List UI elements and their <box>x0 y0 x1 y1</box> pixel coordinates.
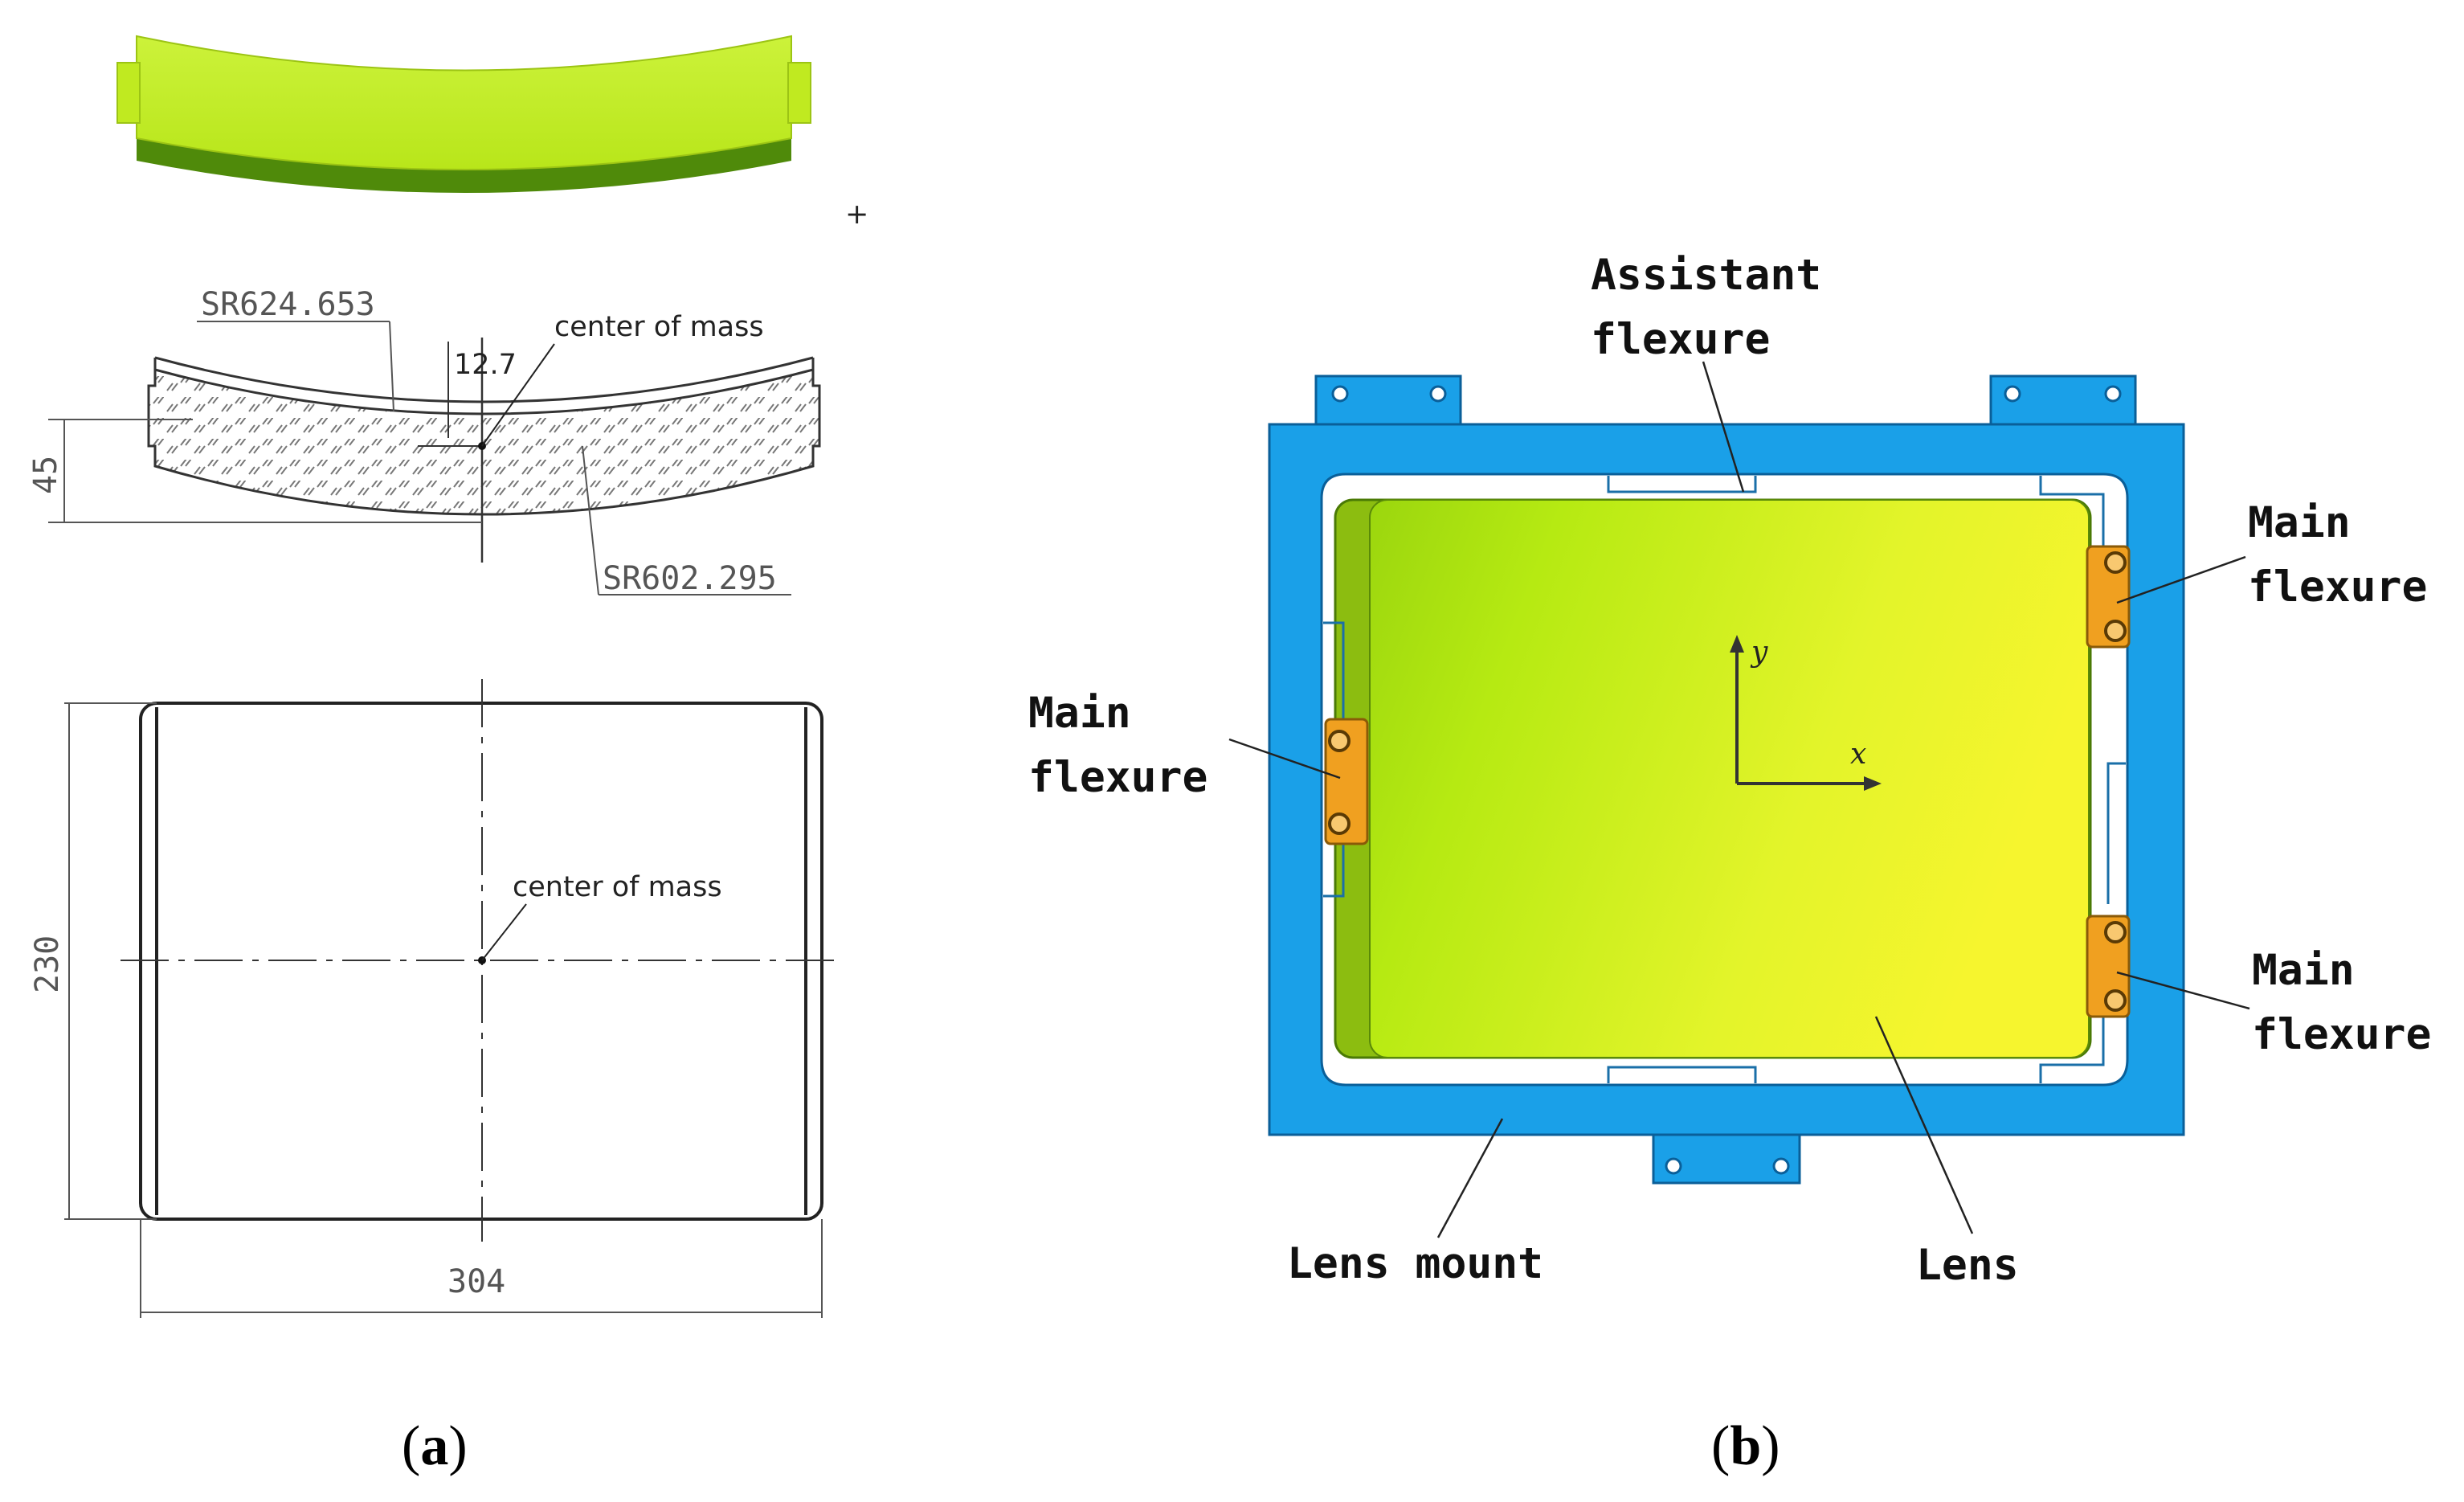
dim-sr-top: SR624.653 <box>201 286 375 323</box>
main-flexure-left-label-line2: flexure <box>1028 753 1207 802</box>
mount-tab-hole <box>1772 1157 1790 1175</box>
lens-3d-bottom-edge <box>137 137 791 193</box>
main-flexure-top-right-label-line1: Main <box>2248 498 2351 547</box>
mount-tab-hole <box>1429 385 1447 403</box>
dim-thickness: 45 <box>27 456 64 494</box>
dim-width: 304 <box>447 1263 505 1300</box>
leader-lens-mount <box>1436 1118 1504 1238</box>
dim-offset: 12.7 <box>454 349 517 381</box>
dim-height: 230 <box>29 935 66 993</box>
stray-mark: + <box>845 198 868 231</box>
lens-3d-body <box>136 35 792 170</box>
mount-tab-hole <box>2104 385 2122 403</box>
mount-tab-hole <box>1331 385 1349 403</box>
axis-y-label: y <box>1750 636 1768 669</box>
leader-main-flexure-top-right <box>2116 555 2246 604</box>
lens-side-section: 45 SR624.653 SR602.295 12.7 center of ma… <box>27 286 821 597</box>
dim-sr-top-leader <box>389 321 394 412</box>
main-flexure-top-right <box>2086 545 2131 649</box>
lens-3d-tab-right <box>787 62 811 124</box>
lens-face <box>1369 499 2090 1058</box>
lens-label: Lens <box>1916 1241 2019 1290</box>
mount-tab-hole <box>1665 1157 1682 1175</box>
lens <box>1334 498 2092 1059</box>
center-of-mass-leader-front <box>481 903 527 961</box>
main-flexure-top-right-label-line2: flexure <box>2248 563 2427 612</box>
panel-b-label: (b) <box>1711 1415 1780 1477</box>
assistant-flexure-label-line2: flexure <box>1591 315 1770 364</box>
main-flexure-bottom-right-label-line2: flexure <box>2252 1010 2431 1059</box>
panel-a: + 45 SR624.653 SR602.295 12.7 <box>27 35 868 1477</box>
leader-main-flexure-left <box>1228 738 1341 780</box>
dim-sr-bottom-leader <box>582 445 599 595</box>
main-flexures <box>1324 545 2131 1018</box>
mount-tab-top-right <box>1989 374 2137 430</box>
panel-b: y x Assistant flexure Main flexure Main … <box>1028 251 2431 1477</box>
leader-lines <box>1228 361 2250 1238</box>
assistant-flexure-right <box>2106 762 2126 904</box>
assistant-flexure-label-line1: Assistant <box>1591 251 1821 300</box>
main-flexure-left-label-line1: Main <box>1028 689 1131 738</box>
leader-lens <box>1874 1016 1974 1234</box>
leader-assistant-flexure <box>1702 361 1745 493</box>
center-of-mass-label-side: center of mass <box>554 311 764 343</box>
corner-flexure-top-right <box>2039 476 2105 546</box>
lens-front-view: center of mass 230 304 <box>29 679 842 1318</box>
mount-tab-top-left <box>1314 374 1462 430</box>
lens-3d-render <box>116 35 811 193</box>
panel-a-label: (a) <box>402 1415 468 1477</box>
main-flexure-left <box>1324 718 1369 845</box>
axis-x-arrowhead <box>1864 776 1882 791</box>
center-of-mass-label-front: center of mass <box>513 871 722 903</box>
mount-tab-hole <box>2004 385 2021 403</box>
assistant-flexure-bottom <box>1607 1066 1757 1083</box>
corner-flexure-bottom-right <box>2039 1009 2105 1083</box>
main-flexure-bottom-right <box>2086 915 2131 1018</box>
lens-mount <box>1268 374 2185 1185</box>
mount-frame <box>1268 423 2185 1136</box>
axis-x-label: x <box>1850 738 1866 771</box>
main-flexure-bottom-right-label-line1: Main <box>2252 946 2355 995</box>
leader-main-flexure-bottom-right <box>2116 971 2250 1010</box>
section-top-surface <box>154 356 814 403</box>
lens-mount-label: Lens mount <box>1287 1239 1543 1288</box>
center-of-mass-leader-side <box>481 343 555 447</box>
lens-3d-tab-left <box>116 62 141 124</box>
coordinate-axes: y x <box>1730 635 1882 791</box>
axis-y-arrowhead <box>1730 635 1744 653</box>
dim-sr-bottom: SR602.295 <box>603 560 777 597</box>
assistant-flexure-top <box>1607 476 1757 493</box>
